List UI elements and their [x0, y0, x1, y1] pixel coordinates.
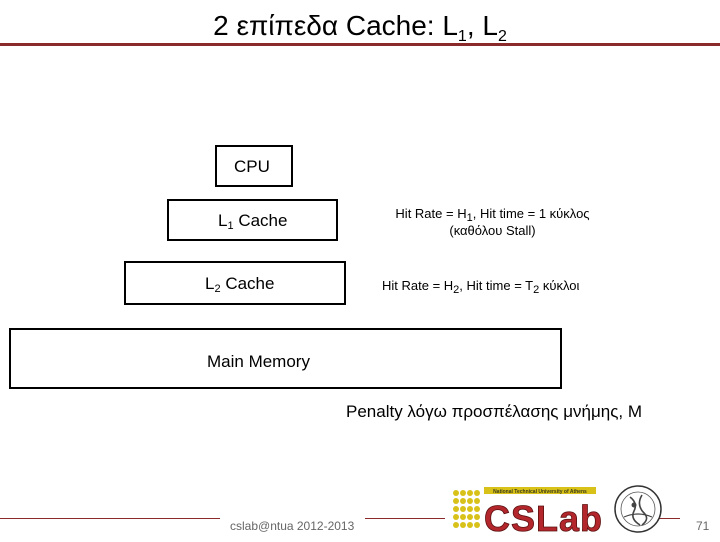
- cpu-box: CPU: [215, 145, 293, 187]
- cslab-logo-graphic: National Technical University of Athens …: [453, 485, 662, 539]
- title-mid: , L: [466, 10, 498, 41]
- l2-cache-box: L2 Cache: [124, 261, 346, 305]
- main-memory-box: Main Memory: [9, 328, 562, 389]
- page-number: 71: [696, 519, 710, 533]
- l2-hit-note: Hit Rate = H2, Hit time = T2 κύκλοι: [382, 277, 580, 296]
- l2-note-b: , Hit time = T: [459, 278, 534, 293]
- main-memory-label: Main Memory: [207, 352, 310, 371]
- cslab-logo: National Technical University of Athens …: [452, 483, 667, 539]
- title-prefix: 2 επίπεδα Cache: L: [213, 10, 458, 41]
- slide-title: 2 επίπεδα Cache: L1, L2: [0, 8, 720, 45]
- l1-label-sub: 1: [227, 220, 234, 232]
- l2-label-suffix: Cache: [220, 274, 275, 293]
- penalty-text: Penalty λόγω προσπέλασης μνήμης, M: [346, 402, 643, 421]
- l1-hit-note: Hit Rate = H1, Hit time = 1 κύκλος (καθό…: [360, 205, 625, 239]
- cpu-label: CPU: [234, 157, 270, 176]
- svg-text:National Technical University: National Technical University of Athens: [493, 489, 587, 495]
- svg-text:CSLab: CSLab: [484, 498, 603, 537]
- footer-rule-right: [640, 518, 680, 519]
- l2-note-sub-2: 2: [533, 284, 540, 296]
- footer-rule-left: [0, 518, 220, 519]
- l1-note-a: Hit Rate = H: [395, 206, 467, 221]
- title-underline: [0, 43, 720, 46]
- l1-label-suffix: Cache: [233, 211, 288, 230]
- l1-cache-label: L1 Cache: [218, 211, 288, 232]
- l1-note-sub: 1: [466, 212, 473, 224]
- l2-label-sub: 2: [214, 283, 221, 295]
- l2-note-sub-1: 2: [453, 284, 460, 296]
- l1-note-b: , Hit time = 1 κύκλος: [472, 206, 590, 221]
- title-sub-1: 1: [457, 28, 467, 45]
- footer-rule-mid: [365, 518, 445, 519]
- l2-label-prefix: L: [205, 274, 215, 293]
- l2-note-c: κύκλοι: [539, 278, 580, 293]
- l1-note-line-1: Hit Rate = H1, Hit time = 1 κύκλος: [360, 205, 625, 224]
- logo-dot-grid: [453, 490, 480, 528]
- l1-label-prefix: L: [218, 211, 228, 230]
- l2-cache-label: L2 Cache: [205, 274, 275, 295]
- title-sub-2: 2: [497, 28, 507, 45]
- l1-note-line-2: (καθόλου Stall): [449, 223, 536, 238]
- l2-note-a: Hit Rate = H: [382, 278, 454, 293]
- footer-left-text: cslab@ntua 2012-2013: [230, 519, 355, 533]
- l1-cache-box: L1 Cache: [167, 199, 338, 241]
